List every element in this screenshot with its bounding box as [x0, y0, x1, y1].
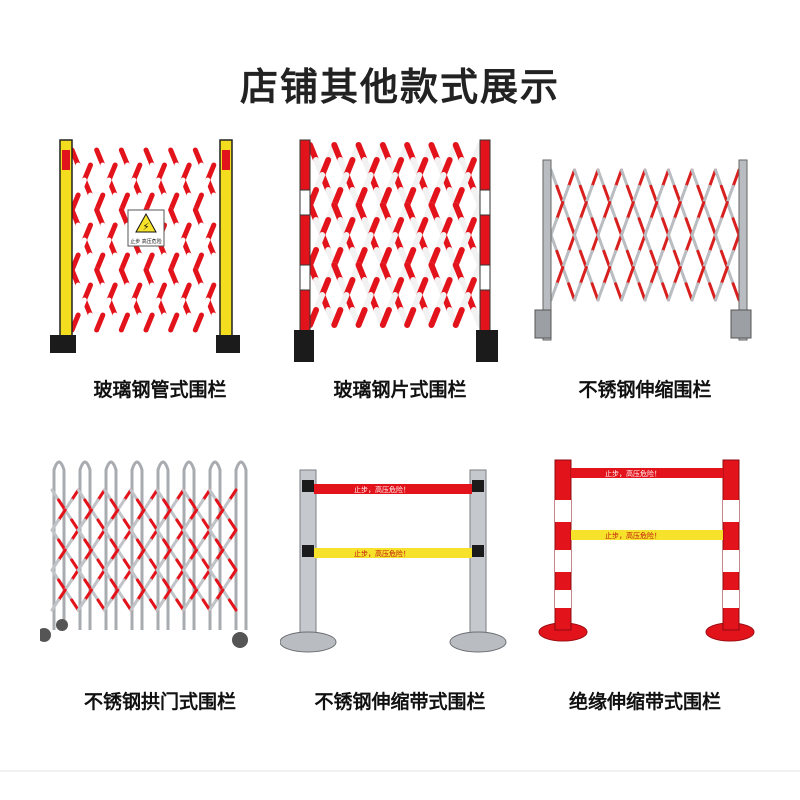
belt-text-bottom: 止步，高压危险！ — [605, 531, 661, 540]
product-card-stainless-belt[interactable]: 止步，高压危险！ 止步，高压危险！ 不锈钢伸缩带式围栏 — [280, 450, 520, 720]
stainless-belt-barrier-image: 止步，高压危险！ 止步，高压危险！ — [280, 469, 507, 653]
product-caption-6: 绝缘伸缩带式围栏 — [568, 691, 721, 713]
page-title: 店铺其他款式展示 — [239, 65, 560, 109]
product-card-fiberglass-sheet[interactable]: 玻璃钢片式围栏 — [280, 130, 520, 410]
stainless-retractable-fence-image — [534, 159, 752, 341]
belt-text-top: 止步，高压危险！ — [605, 469, 661, 478]
product-caption-3: 不锈钢伸缩围栏 — [578, 379, 712, 401]
product-card-fiberglass-tube[interactable]: ⚡ 止步 高压危险 玻璃钢管式围栏 — [40, 130, 280, 410]
stainless-arch-fence-image — [40, 460, 248, 648]
insulated-belt-barrier-image: 止步，高压危险！ 止步，高压危险！ — [538, 459, 755, 642]
product-caption-4: 不锈钢拱门式围栏 — [83, 691, 236, 713]
fiberglass-sheet-fence-image — [294, 139, 498, 362]
divider — [0, 770, 800, 772]
product-caption-2: 玻璃钢片式围栏 — [333, 379, 467, 401]
svg-text:⚡: ⚡ — [142, 222, 149, 233]
product-caption-1: 玻璃钢管式围栏 — [93, 379, 227, 401]
warning-sign-text: 止步 高压危险 — [130, 238, 162, 245]
product-card-stainless-arch[interactable]: 不锈钢拱门式围栏 — [40, 450, 280, 720]
product-card-stainless-retractable[interactable]: 不锈钢伸缩围栏 — [525, 130, 765, 410]
belt-text-bottom: 止步，高压危险！ — [354, 549, 410, 558]
fiberglass-tube-fence-image: ⚡ 止步 高压危险 — [50, 139, 240, 353]
product-card-insulated-belt[interactable]: 止步，高压危险！ 止步，高压危险！ 绝缘伸缩带式围栏 — [525, 450, 765, 720]
product-caption-5: 不锈钢伸缩带式围栏 — [314, 691, 486, 713]
belt-text-top: 止步，高压危险！ — [354, 485, 410, 494]
